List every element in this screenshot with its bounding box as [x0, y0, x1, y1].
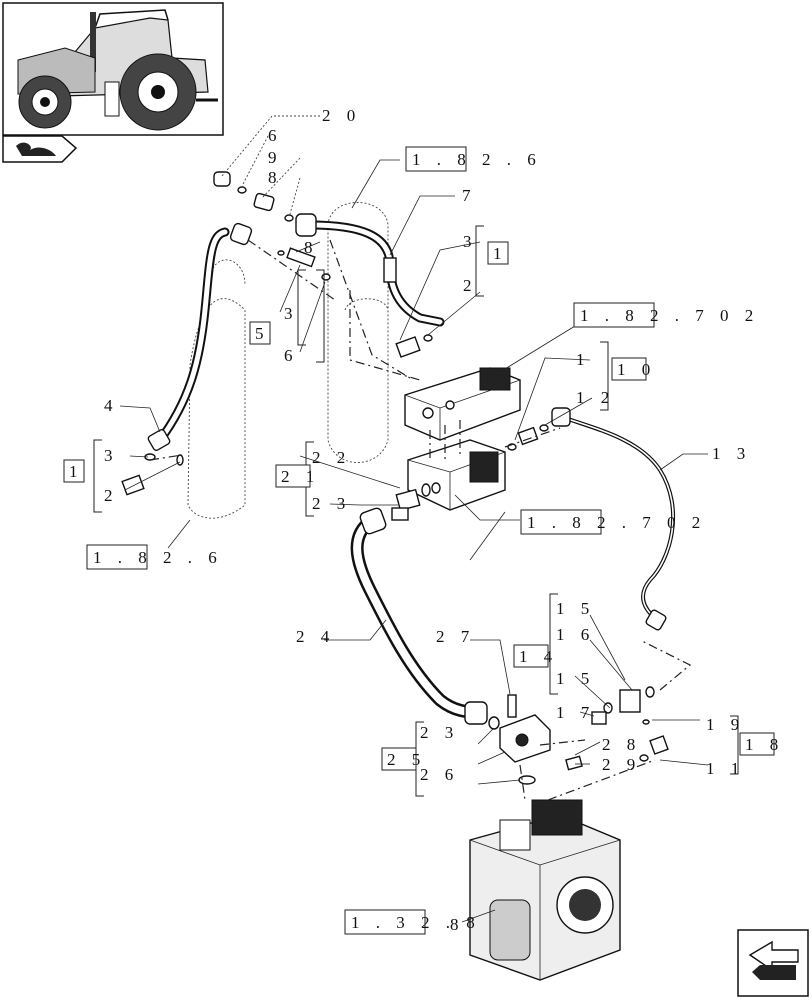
callout-11: 1 1	[706, 759, 745, 778]
callout-17: 1 7	[556, 703, 595, 722]
ref-1827-02-mid[interactable]: 1 . 8 2 . 7 0 2	[520, 509, 706, 535]
hose-24[interactable]	[350, 507, 488, 725]
svg-text:1 . 8 2 . 7 0 2: 1 . 8 2 . 7 0 2	[527, 513, 706, 532]
callout-24: 2 4	[296, 627, 335, 646]
callout-15: 1 5	[556, 599, 595, 618]
callout-22: 2 2	[312, 448, 351, 467]
callout-27: 2 7	[436, 627, 475, 646]
callout-23: 2 3	[312, 494, 351, 513]
assembly-lines	[149, 239, 692, 801]
ref-1826-top[interactable]: 1 . 8 2 . 6	[405, 146, 542, 172]
callout-2b: 2	[104, 486, 119, 505]
callout-28: 2 8	[602, 735, 641, 754]
cylinder-right-outline	[327, 202, 389, 463]
valve-block-upper[interactable]	[404, 367, 521, 441]
group-box-5[interactable]: 5	[249, 321, 271, 345]
hose-4[interactable]	[147, 222, 253, 452]
pipe-13[interactable]	[551, 407, 675, 631]
svg-text:1 8: 1 8	[745, 735, 784, 754]
cylinder-left-outline	[187, 259, 246, 519]
svg-text:1 . 3 2 . 8: 1 . 3 2 . 8	[351, 913, 481, 932]
callout-9: 9	[268, 148, 283, 167]
callout-3c: 3	[104, 446, 119, 465]
callout-23b: 2 3	[420, 723, 459, 742]
svg-text:1 . 8 2 . 6: 1 . 8 2 . 6	[93, 548, 223, 567]
callout-19: 1 9	[706, 715, 745, 734]
valve-block-lower[interactable]	[407, 420, 506, 511]
svg-text:1: 1	[69, 462, 84, 481]
callout-13: 1 3	[712, 444, 751, 463]
svg-text:1 . 8 2 . 7 0 2: 1 . 8 2 . 7 0 2	[580, 306, 759, 325]
callout-29: 2 9	[602, 755, 641, 774]
group-box-25[interactable]: 2 5	[381, 747, 426, 771]
svg-text:5: 5	[255, 324, 270, 343]
hydraulic-pump[interactable]	[469, 799, 621, 981]
hose-7[interactable]	[295, 213, 445, 327]
callout-12: 1 2	[576, 388, 615, 407]
callout-3b: 3	[284, 304, 299, 323]
callout-4: 4	[104, 396, 119, 415]
hydraulics-section-icon[interactable]	[2, 135, 78, 163]
callout-15b: 1 5	[556, 669, 595, 688]
group-box-21[interactable]: 2 1	[275, 464, 320, 488]
callout-8b: 8	[304, 238, 319, 257]
svg-text:2 1: 2 1	[281, 467, 320, 486]
callout-6b: 6	[284, 346, 299, 365]
svg-text:1: 1	[493, 244, 508, 263]
callout-8c: 8	[450, 915, 465, 934]
group-box-18[interactable]: 1 8	[739, 732, 784, 756]
callout-6: 6	[268, 126, 283, 145]
callout-1: 1	[576, 350, 591, 369]
callouts: 2 0 6 9 8 7 8 3 2 3 6 4 3 2 1 1 2 1 3 2 …	[104, 106, 751, 934]
group-box-10[interactable]: 1 0	[611, 357, 656, 381]
group-box-14[interactable]: 1 4	[513, 644, 558, 668]
svg-text:1 4: 1 4	[519, 647, 558, 666]
next-page-arrow-icon[interactable]	[737, 929, 809, 997]
svg-text:1 . 8 2 . 6: 1 . 8 2 . 6	[412, 150, 542, 169]
ref-1826-left[interactable]: 1 . 8 2 . 6	[86, 544, 223, 570]
leader-lines	[119, 115, 709, 923]
callout-26: 2 6	[420, 765, 459, 784]
callout-8: 8	[268, 168, 283, 187]
callout-7: 7	[462, 186, 477, 205]
callout-20: 2 0	[322, 106, 361, 125]
tractor-thumbnail-icon[interactable]	[2, 2, 224, 136]
ref-1328[interactable]: 1 . 3 2 . 8	[344, 909, 481, 935]
group-box-1-right[interactable]: 1	[487, 241, 509, 265]
flange-block[interactable]	[499, 694, 551, 785]
svg-text:2 5: 2 5	[387, 750, 426, 769]
callout-16: 1 6	[556, 625, 595, 644]
svg-text:1 0: 1 0	[617, 360, 656, 379]
ref-1827-02-top[interactable]: 1 . 8 2 . 7 0 2	[573, 302, 759, 328]
callout-2: 2	[463, 276, 478, 295]
callout-3: 3	[463, 232, 478, 251]
group-box-1-left[interactable]: 1	[63, 459, 85, 483]
